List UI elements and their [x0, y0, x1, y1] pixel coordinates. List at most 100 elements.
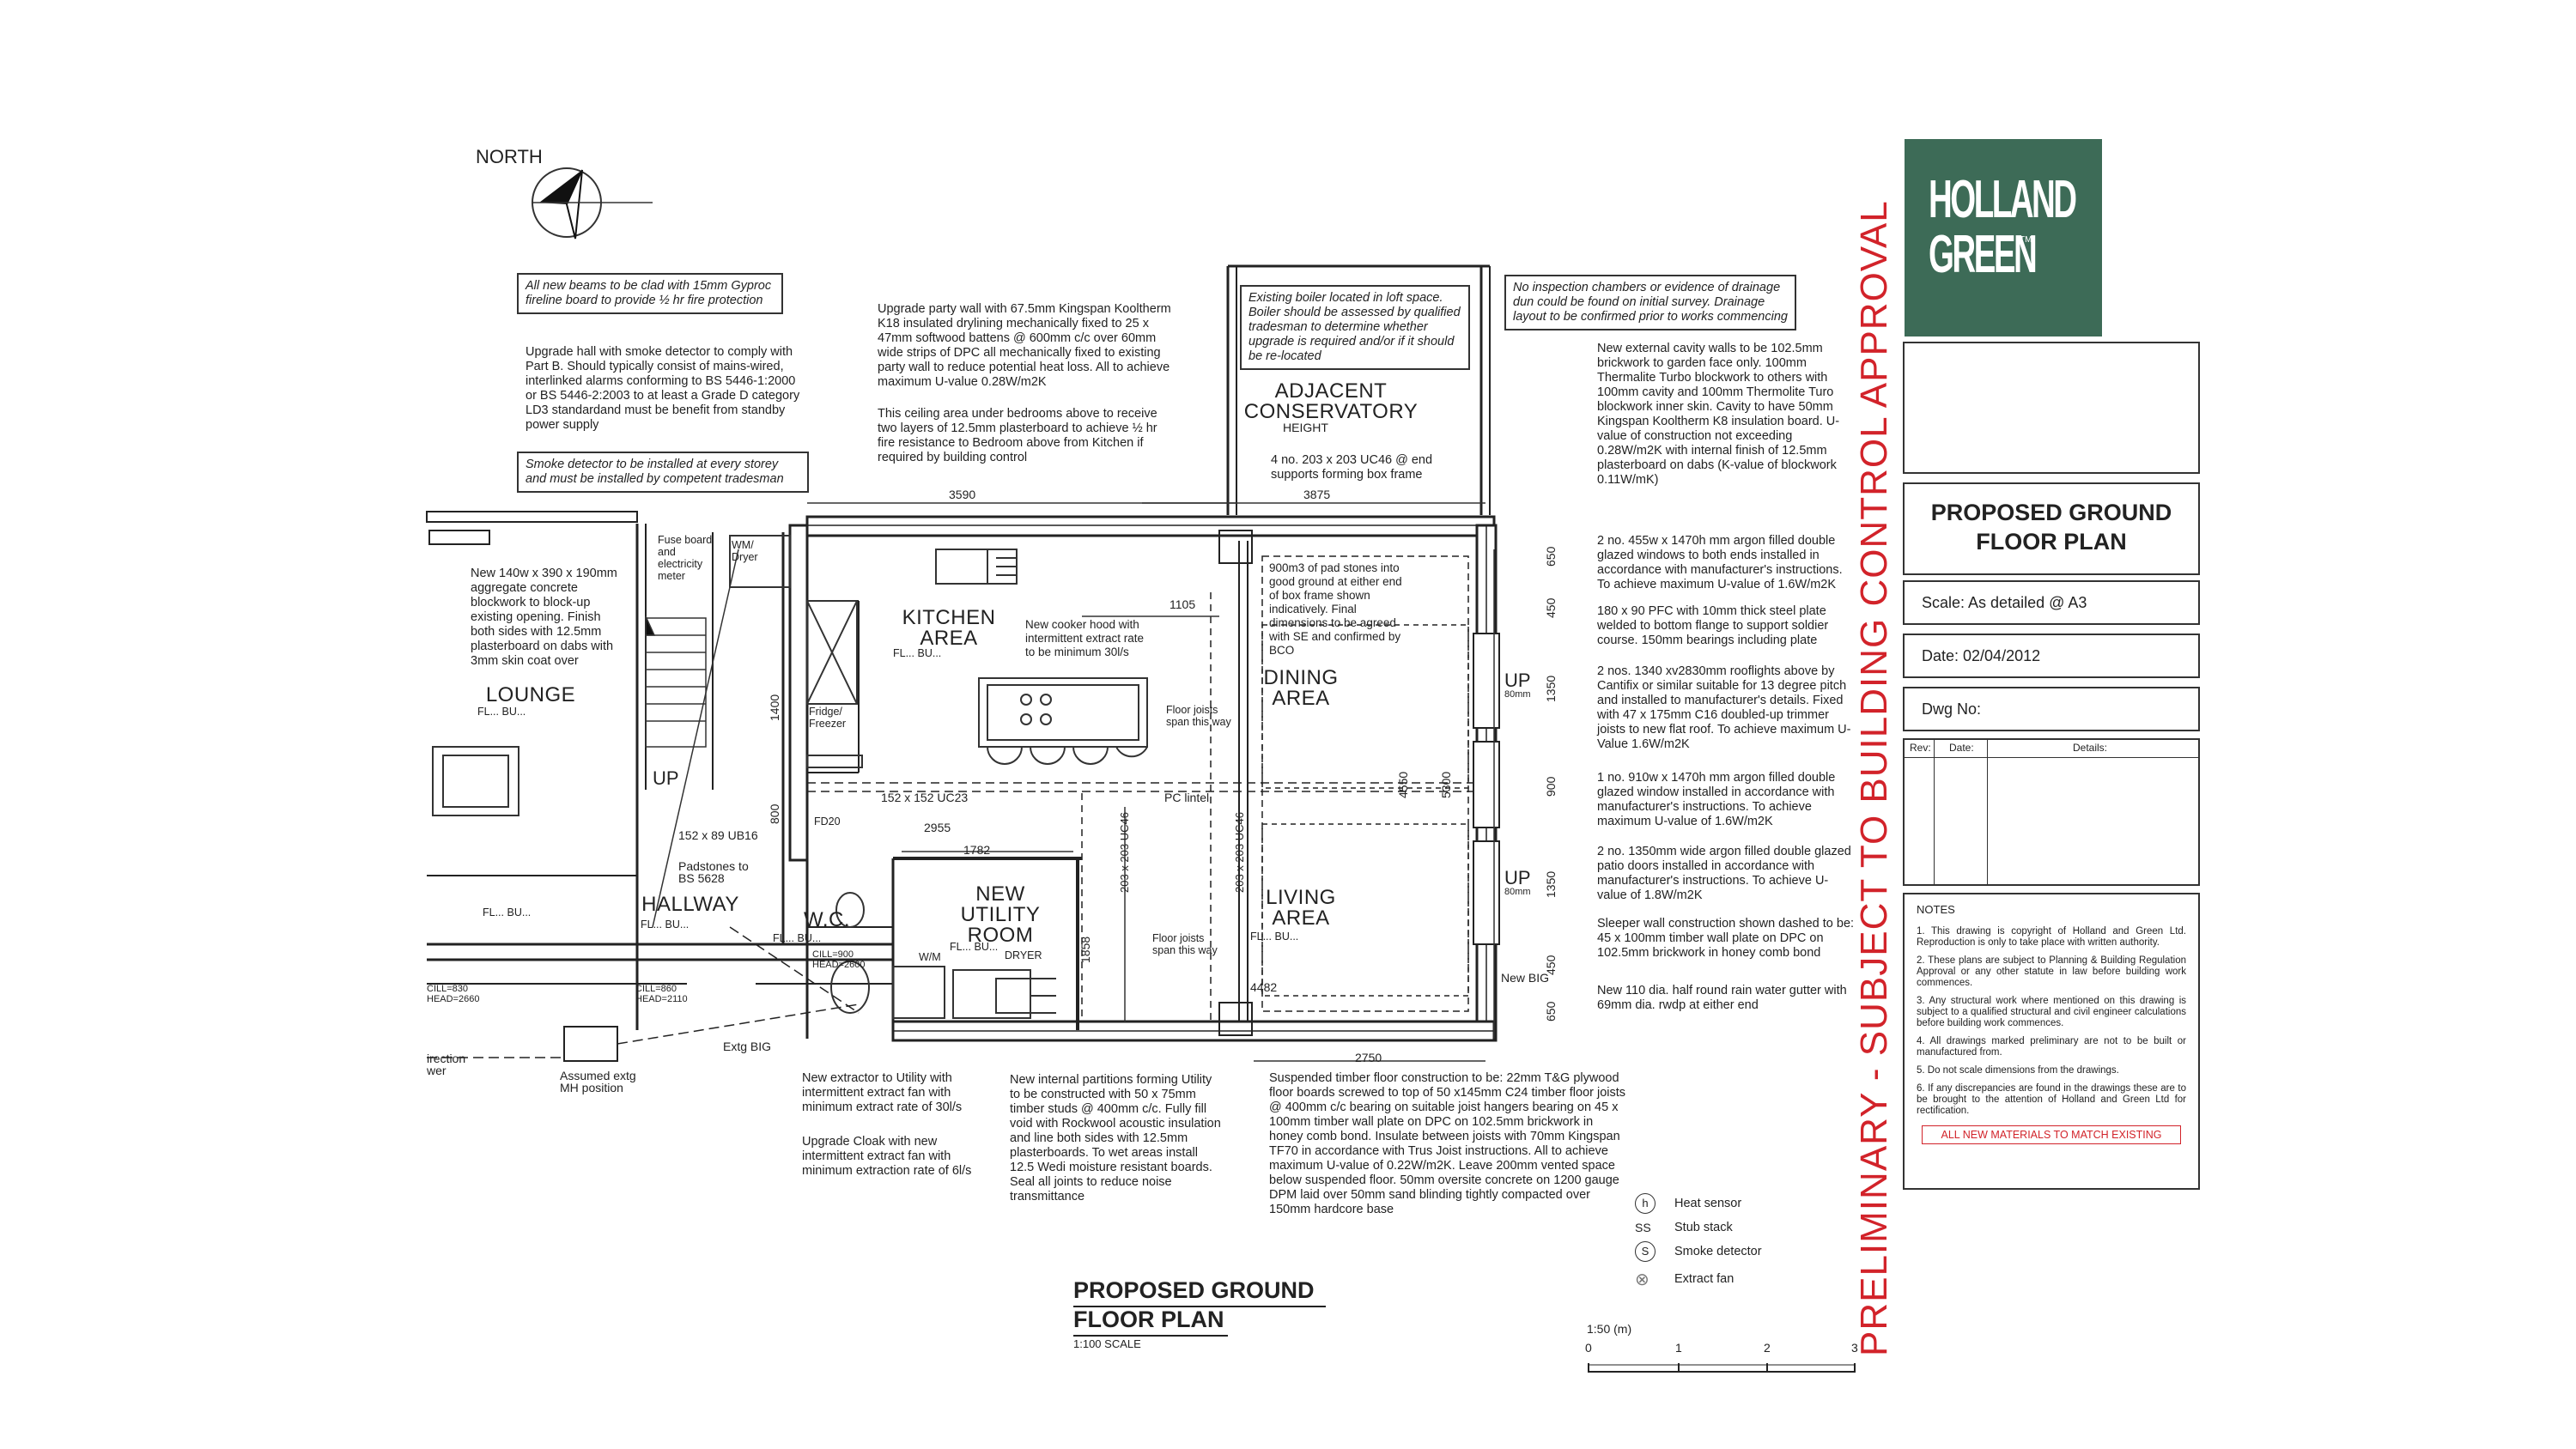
note-item-4: 4. All drawings marked preliminary are n…	[1917, 1036, 2186, 1058]
scale-tick-2: 2	[1764, 1341, 1771, 1355]
utility-fittings	[830, 892, 1056, 1019]
note-cloak: Upgrade Cloak with new intermittent extr…	[802, 1135, 972, 1178]
label-up-3: UP	[1504, 867, 1531, 888]
label-fl-hall: FL... BU...	[641, 919, 690, 931]
room-wc: W.C.	[804, 908, 850, 931]
scale-bar-label: 1:50 (m)	[1587, 1322, 1632, 1336]
note-rooflights: 2 nos. 1340 xv2830mm rooflights above by…	[1597, 664, 1851, 751]
notes-heading: NOTES	[1917, 903, 1955, 916]
dim-1350b: 1350	[1544, 870, 1558, 898]
note-item-1: 1. This drawing is copyright of Holland …	[1917, 926, 2186, 948]
label-fuse-board: Fuse board and electricity meter	[658, 534, 713, 582]
stub-stack-icon: SS	[1635, 1221, 1651, 1234]
kitchen-fittings	[729, 535, 1148, 768]
label-padstones: Padstones to BS 5628	[678, 859, 749, 885]
label-direction: irection wer	[427, 1052, 466, 1077]
legend-item-fan: ⊗ Extract fan	[1631, 1269, 1820, 1293]
scale-tick-0: 0	[1585, 1341, 1592, 1355]
plan-title: PROPOSED GROUND FLOOR PLAN	[1073, 1277, 1315, 1332]
legend-label-heat: Heat sensor	[1674, 1197, 1742, 1210]
note-block-up: New 140w x 390 x 190mm aggregate concret…	[471, 567, 617, 668]
rev-header-date: Date:	[1949, 742, 1974, 754]
note-beams: All new beams to be clad with 15mm Gypro…	[517, 273, 783, 314]
note-drainage: No inspection chambers or evidence of dr…	[1504, 275, 1796, 330]
label-wm-dryer: WM/ Dryer	[732, 539, 758, 563]
legend-label-stub: Stub stack	[1674, 1221, 1733, 1234]
heat-sensor-icon: h	[1635, 1193, 1656, 1214]
walls	[426, 264, 1500, 1062]
label-cill-wc: CILL=900 HEAD=2600	[812, 949, 866, 970]
scale-text: Scale: As detailed @ A3	[1922, 594, 2087, 611]
title-block-revisions: Rev: Date: Details:	[1903, 738, 2200, 886]
north-label: NORTH	[476, 146, 543, 167]
note-pfc: 180 x 90 PFC with 10mm thick steel plate…	[1597, 604, 1829, 647]
legend-label-fan: Extract fan	[1674, 1272, 1735, 1286]
note-item-2: 2. These plans are subject to Planning &…	[1917, 955, 2186, 988]
preliminary-banner: PRELIMINARY - SUBJECT TO BUILDING CONTRO…	[1853, 200, 1895, 1356]
title-block-scale: Scale: As detailed @ A3	[1903, 580, 2200, 625]
dim-1350a: 1350	[1544, 675, 1558, 702]
legend-item-smoke: S Smoke detector	[1631, 1241, 1820, 1265]
logo-line-2: GREEN	[1929, 225, 2038, 284]
rev-header-details: Details:	[2073, 742, 2108, 754]
label-uc46-a: 203 x 203 UC46	[1118, 812, 1131, 893]
label-fridge: Fridge/ Freezer	[809, 706, 847, 730]
label-extg-big: Extg BIG	[723, 1040, 772, 1053]
dim-2750: 2750	[1355, 1051, 1382, 1064]
note-pad-stones: 900m3 of pad stones into good ground at …	[1269, 561, 1402, 657]
label-fl-lounge: FL... BU...	[477, 706, 526, 718]
title-block-date: Date: 02/04/2012	[1903, 634, 2200, 678]
revision-header	[1905, 740, 2198, 758]
date-text: Date: 02/04/2012	[1922, 647, 2041, 664]
dim-5300: 5300	[1439, 771, 1453, 798]
note-hall-upgrade: Upgrade hall with smoke detector to comp…	[526, 345, 800, 432]
company-logo: HOLLAND GREEN TM	[1905, 139, 2102, 336]
label-fl-kitchen: FL... BU...	[893, 647, 942, 659]
label-pc-lintel: PC lintel	[1164, 791, 1210, 804]
rev-header-rev: Rev:	[1910, 742, 1931, 754]
note-cavity-walls: New external cavity walls to be 102.5mm …	[1597, 342, 1840, 487]
label-new-big: New BIG	[1501, 971, 1550, 985]
scale-tick-3: 3	[1851, 1341, 1858, 1355]
note-boiler: Existing boiler located in loft space. B…	[1240, 285, 1470, 370]
note-windows-double: 2 no. 455w x 1470h mm argon filled doubl…	[1597, 534, 1843, 591]
label-cill-left: CILL=830 HEAD=2660	[427, 984, 480, 1004]
north-arrow-icon	[532, 167, 653, 239]
extract-fan-icon: ⊗	[1635, 1270, 1649, 1289]
label-mh: Assumed extg MH position	[560, 1069, 636, 1094]
note-cooker-hood: New cooker hood with intermittent extrac…	[1025, 618, 1145, 658]
dim-1858: 1858	[1078, 936, 1092, 963]
dim-4482: 4482	[1250, 980, 1278, 994]
label-wm: W/M	[919, 951, 941, 963]
title-block-dwg-no: Dwg No:	[1903, 687, 2200, 731]
note-gutter: New 110 dia. half round rain water gutte…	[1597, 984, 1847, 1012]
dim-4550: 4550	[1396, 771, 1410, 798]
scale-tick-1: 1	[1675, 1341, 1682, 1355]
note-party-wall: Upgrade party wall with 67.5mm Kingspan …	[878, 302, 1171, 389]
dim-80a: 80mm	[1504, 689, 1531, 700]
label-fl-wc: FL... BU...	[773, 932, 822, 944]
logo-line-1: HOLLAND	[1929, 170, 2077, 229]
smoke-detector-icon: S	[1635, 1241, 1656, 1262]
sofa	[432, 746, 519, 816]
note-sleeper-wall: Sleeper wall construction shown dashed t…	[1597, 917, 1855, 960]
room-kitchen: KITCHEN AREA	[902, 606, 996, 650]
dim-650a: 650	[1544, 546, 1558, 567]
note-item-6: 6. If any discrepancies are found in the…	[1917, 1083, 2186, 1116]
label-ub16: 152 x 89 UB16	[678, 828, 758, 842]
dimension-lines	[807, 502, 1495, 1062]
dim-80b: 80mm	[1504, 887, 1531, 897]
conservatory-height: HEIGHT	[1283, 421, 1328, 434]
dim-1105: 1105	[1170, 597, 1196, 611]
dim-650b: 650	[1544, 1001, 1558, 1022]
note-patio-doors: 2 no. 1350mm wide argon filled double gl…	[1597, 845, 1851, 902]
room-lounge: LOUNGE	[485, 683, 576, 706]
room-utility: NEW UTILITY ROOM	[960, 882, 1041, 947]
label-up-1: UP	[653, 767, 679, 789]
title-block-drawing-title: PROPOSED GROUND FLOOR PLAN	[1903, 482, 2200, 575]
label-fl-utility: FL... BU...	[950, 941, 999, 953]
label-floor-joists-2: Floor joists span this way	[1152, 932, 1218, 956]
drawing-title: PROPOSED GROUND FLOOR PLAN	[1930, 500, 2172, 555]
note-ceiling-area: This ceiling area under bedrooms above t…	[878, 407, 1157, 464]
